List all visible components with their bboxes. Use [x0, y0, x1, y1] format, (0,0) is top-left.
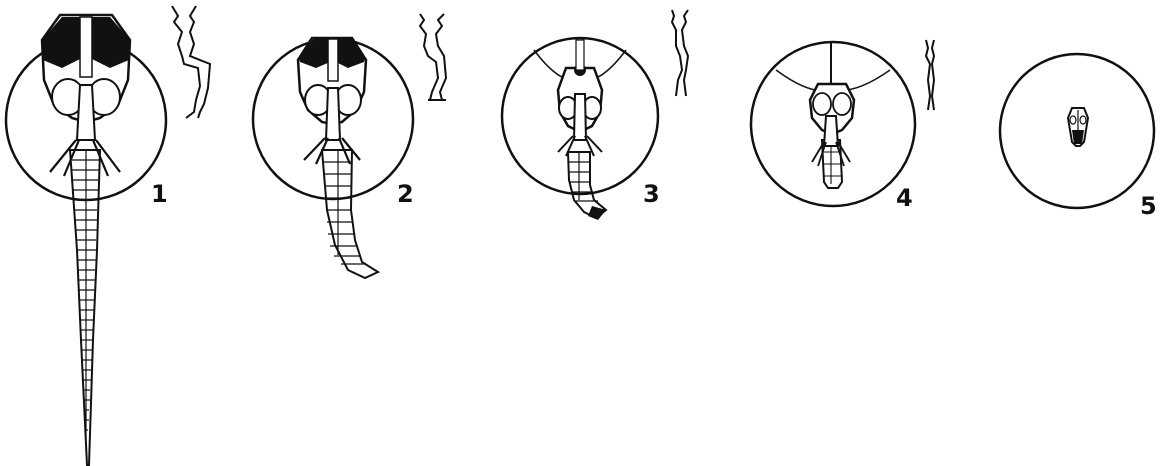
stage-4: 4 [751, 40, 934, 212]
stage-2-midline [328, 39, 338, 81]
stage-2-profile-sketch [420, 14, 446, 100]
stage-4-label: 4 [896, 184, 913, 212]
stage-1-midline [80, 17, 92, 77]
stage-1-snout [77, 85, 95, 140]
stage-2: 2 [253, 14, 446, 278]
stage-3-label: 3 [643, 180, 660, 208]
stage-4-snout [824, 116, 838, 146]
stage-2-label: 2 [397, 180, 414, 208]
stage-1-eye-left [42, 17, 82, 68]
stage-1-tail [70, 150, 100, 465]
stage-5-remnant-base [1072, 130, 1084, 144]
stage-2-snout [326, 88, 340, 140]
stage-2-tail [322, 150, 378, 278]
stage-1-profile-sketch [172, 6, 210, 118]
stage-4-lobe-right [833, 93, 851, 115]
stage-3-snout [574, 94, 586, 140]
stage-3: 3 [502, 10, 688, 220]
stage-5: 5 [1000, 54, 1157, 220]
stage-4-lobe-left [813, 93, 831, 115]
stage-1-label: 1 [151, 180, 168, 208]
stage-4-profile-sketch [926, 40, 934, 110]
stage-1: 1 [6, 6, 210, 465]
stage-5-label: 5 [1140, 192, 1157, 220]
stage-3-midline [576, 40, 584, 70]
stage-3-profile-sketch [672, 10, 688, 96]
stage-1-eye-right [90, 17, 130, 68]
